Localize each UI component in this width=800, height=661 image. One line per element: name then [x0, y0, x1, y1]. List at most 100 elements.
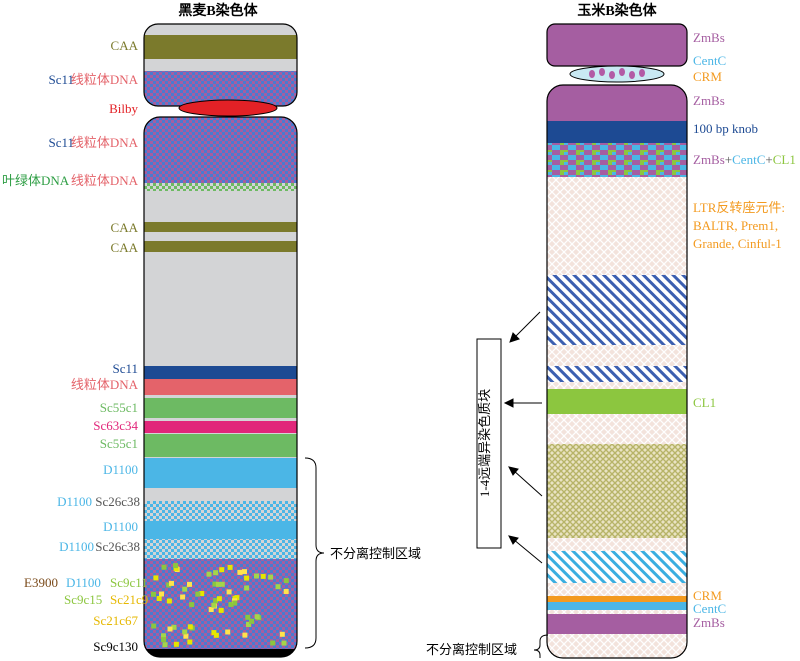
label-caa: CAA	[111, 240, 139, 255]
ndcr-marker-square	[180, 594, 186, 600]
ndcr-marker-square	[182, 629, 188, 635]
label-sc11: Sc11	[112, 361, 138, 376]
ndcr-marker-square	[281, 640, 287, 646]
label-100bp-knob: 100 bp knob	[693, 121, 758, 136]
ndcr-marker-square	[279, 631, 285, 637]
ndcr-marker-square	[169, 580, 174, 586]
ndcr-marker-square	[206, 571, 212, 577]
label-mito-dna: 线粒体DNA	[71, 135, 139, 150]
ndcr-marker-square	[242, 569, 247, 575]
label-chloroplast-dna: 叶绿体DNA	[2, 173, 70, 188]
label-mito-dna: 线粒体DNA	[71, 173, 139, 188]
ndcr-marker-square	[173, 563, 178, 569]
ndcr-marker-square	[215, 581, 221, 587]
label-sc11: Sc11	[48, 72, 74, 87]
rye-long-arm	[144, 117, 297, 657]
ndcr-marker-square	[270, 640, 276, 646]
label-caa: CAA	[111, 38, 139, 53]
ndcr-marker-square	[260, 573, 266, 579]
label-d1100: D1100	[66, 575, 101, 590]
label-cl1: CL1	[693, 395, 716, 410]
ndcr-marker-square	[199, 591, 205, 596]
ndcr-marker-square	[173, 641, 179, 647]
ndcr-marker-square	[242, 632, 248, 638]
ndcr-marker-square	[226, 589, 232, 595]
ndcr-marker-square	[216, 596, 222, 602]
ndcr-marker-square	[254, 614, 260, 620]
ndcr-marker-square	[153, 575, 159, 581]
ndcr-marker-square	[187, 624, 193, 630]
maize-crm-dots	[589, 68, 645, 79]
ndcr-marker-square	[171, 624, 177, 630]
maize-short-arm	[547, 24, 687, 66]
ndcr-marker-square	[156, 596, 162, 601]
label-e3900: E3900	[24, 575, 58, 590]
label-centc: CentC	[693, 53, 726, 68]
label-sc11: Sc11	[48, 135, 74, 150]
label-sc9c11: Sc9c11	[110, 575, 148, 590]
heterochromatin-label: 1-4远端异染色质块	[477, 389, 492, 497]
ndcr-marker-square	[219, 567, 225, 573]
ndcr-marker-square	[211, 630, 217, 636]
ndcr-marker-square	[166, 598, 172, 604]
ndcr-marker-square	[213, 632, 219, 638]
ndcr-marker-square	[246, 622, 251, 627]
label-sc21c67: Sc21c67	[93, 613, 138, 628]
ndcr-marker-square	[219, 581, 225, 587]
label-crm: CRM	[693, 69, 722, 84]
ndcr-marker-square	[244, 585, 250, 591]
ndcr-marker-square	[183, 633, 189, 639]
label-d1100: D1100	[59, 539, 94, 554]
ndcr-marker-square	[162, 642, 168, 648]
ndcr-marker-square	[182, 586, 188, 592]
label-sc26c38: Sc26c38	[95, 494, 140, 509]
ndcr-marker-square	[213, 598, 219, 604]
ndcr-marker-square	[187, 581, 192, 587]
label-zmbs: ZmBs	[693, 615, 725, 630]
maize-title: 玉米B染色体	[577, 2, 657, 19]
ndcr-marker-square	[159, 591, 164, 597]
label-d1100: D1100	[103, 462, 138, 477]
ndcr-marker-square	[232, 600, 238, 606]
label-sc55c1: Sc55c1	[100, 436, 138, 451]
label-sc63c34: Sc63c34	[93, 418, 138, 433]
ndcr-marker-square	[161, 564, 167, 570]
label-sc9c130: Sc9c130	[93, 639, 138, 654]
ndcr-marker-square	[237, 569, 243, 575]
ndcr-marker-square	[254, 573, 259, 579]
ndcr-marker-square	[283, 589, 289, 594]
label-sc9c15: Sc9c15	[64, 592, 102, 607]
rye-ndcr-brace	[304, 457, 325, 649]
label-ltr-line3: Grande, Cinful-1	[693, 236, 782, 251]
label-sc21c9: Sc21c9	[110, 592, 148, 607]
label-caa: CAA	[111, 220, 139, 235]
ndcr-marker-square	[234, 595, 240, 601]
label-ltr-line1: LTR反转座元件:	[693, 200, 785, 215]
label-zmbs: ZmBs	[693, 93, 725, 108]
label-d1100: D1100	[103, 519, 138, 534]
rye-bilby-centromere	[178, 99, 278, 117]
ndcr-marker-square	[244, 575, 250, 581]
label-sc55c1: Sc55c1	[100, 400, 138, 415]
ndcr-marker-square	[211, 602, 217, 608]
heterochromatin-box	[476, 338, 502, 549]
ndcr-marker-square	[151, 623, 157, 629]
ndcr-marker-square	[225, 629, 231, 635]
ndcr-marker-square	[268, 574, 274, 580]
rye-title: 黑麦B染色体	[178, 2, 258, 19]
ndcr-marker-square	[249, 618, 254, 624]
label-centc: CentC	[693, 601, 726, 616]
ndcr-marker-square	[167, 626, 173, 632]
ndcr-marker-square	[212, 581, 218, 587]
ndcr-marker-square	[173, 566, 179, 571]
ndcr-marker-square	[151, 591, 156, 597]
ndcr-marker-square	[189, 602, 195, 608]
heterochromatin-arrows	[503, 311, 543, 564]
ndcr-marker-square	[228, 602, 234, 607]
rye-labels: CAA Sc11 线粒体DNA Bilby Sc11 线粒体DNA 叶绿体DNA…	[2, 38, 148, 654]
label-zmbs-centc-cl1: ZmBs+CentC+CL1	[693, 152, 796, 167]
ndcr-marker-square	[283, 578, 289, 584]
ndcr-marker-square	[161, 633, 166, 639]
